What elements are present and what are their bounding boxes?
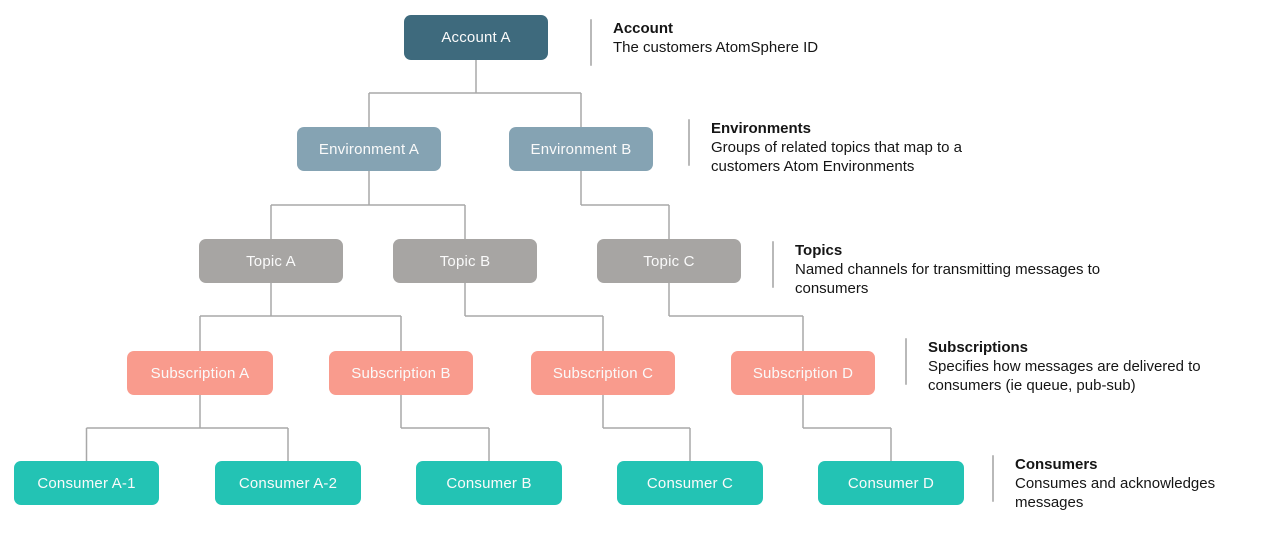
annotation-description-line: Consumes and acknowledges <box>1015 475 1216 492</box>
node-cons-d: Consumer D <box>818 461 964 505</box>
node-label: Subscription A <box>150 364 250 382</box>
node-cons-c: Consumer C <box>617 461 763 505</box>
annotation-description-line: consumers (ie queue, pub-sub) <box>928 377 1136 394</box>
connector-path-sub-b <box>400 395 490 461</box>
annotation-title: Subscriptions <box>928 339 1029 356</box>
node-topic-c: Topic C <box>597 239 741 283</box>
connector-path-env-b <box>580 171 670 239</box>
connector-path-topic-a <box>199 283 402 351</box>
connector-path-topic-c <box>668 283 804 351</box>
annotation-description-line: customers Atom Environments <box>711 158 915 175</box>
node-cons-a2: Consumer A-2 <box>215 461 361 505</box>
connector-path-account-a <box>368 60 582 127</box>
annotation-description-line: Groups of related topics that map to a <box>711 139 962 156</box>
node-topic-b: Topic B <box>393 239 537 283</box>
annotation-title: Consumers <box>1015 456 1098 473</box>
node-label: Environment A <box>318 140 420 158</box>
node-label: Consumer C <box>646 474 734 492</box>
node-label: Consumer D <box>847 474 935 492</box>
annotation-description-line: The customers AtomSphere ID <box>613 39 819 56</box>
annotation-description-line: Named channels for transmitting messages… <box>795 261 1101 278</box>
node-label: Subscription C <box>552 364 654 382</box>
node-sub-b: Subscription B <box>329 351 473 395</box>
annotation-divider <box>590 19 592 66</box>
node-sub-c: Subscription C <box>531 351 675 395</box>
annotation-title: Account <box>613 20 673 37</box>
annotation-divider <box>992 455 994 502</box>
node-env-b: Environment B <box>509 127 653 171</box>
node-cons-b: Consumer B <box>416 461 562 505</box>
annotation-divider <box>772 241 774 288</box>
node-env-a: Environment A <box>297 127 441 171</box>
connector-path-env-a <box>270 171 466 239</box>
node-label: Topic B <box>439 252 491 270</box>
node-topic-a: Topic A <box>199 239 343 283</box>
annotation-title: Topics <box>795 242 843 259</box>
node-label: Topic A <box>246 252 296 270</box>
annotation-description-line: consumers <box>795 280 869 297</box>
connector-path-sub-d <box>802 395 892 461</box>
node-account-a: Account A <box>404 15 548 60</box>
annotation-description-line: Specifies how messages are delivered to <box>928 358 1201 375</box>
node-label: Consumer B <box>446 474 532 492</box>
annotation-description-line: messages <box>1015 494 1084 511</box>
node-label: Subscription D <box>752 364 854 382</box>
node-label: Subscription B <box>351 364 451 382</box>
node-cons-a1: Consumer A-1 <box>14 461 159 505</box>
node-label: Environment B <box>530 140 632 158</box>
node-sub-d: Subscription D <box>731 351 875 395</box>
annotation-divider <box>688 119 690 166</box>
connector-path-sub-a <box>85 395 289 461</box>
node-sub-a: Subscription A <box>127 351 273 395</box>
node-label: Consumer A-1 <box>37 474 136 492</box>
node-label: Topic C <box>643 252 695 270</box>
connector-path-topic-b <box>464 283 604 351</box>
node-label: Consumer A-2 <box>238 474 338 492</box>
annotation-divider <box>905 338 907 385</box>
connector-path-sub-c <box>602 395 691 461</box>
node-label: Account A <box>441 29 511 46</box>
annotation-title: Environments <box>711 120 812 137</box>
